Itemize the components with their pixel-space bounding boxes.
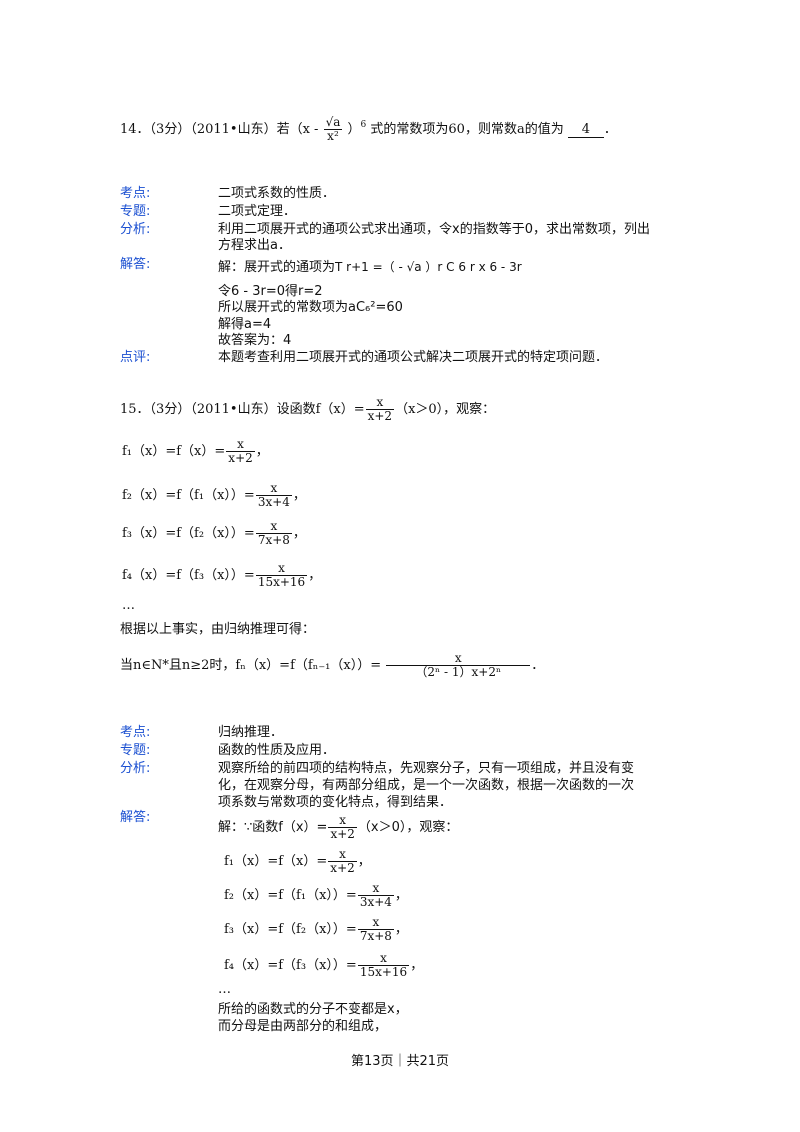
q14-jie-1: 解：展开式的通项为T r+1 =（ - √a ）r C 6 r x 6 - 3r — [218, 260, 522, 275]
q14-label-dianping: 点评: — [120, 350, 151, 365]
q14-fenxi-1: 利用二项展开式的通项公式求出通项，令x的指数等于0，求出常数项，列出 — [218, 222, 650, 237]
q14-label-fenxi: 分析: — [120, 222, 151, 237]
page-footer: 第13页｜共21页 — [350, 1054, 450, 1069]
q15-zhuanti: 函数的性质及应用． — [218, 743, 336, 758]
q15-label-jieda: 解答: — [120, 810, 151, 825]
q15-conclusion-2: 而分母是由两部分的和组成， — [218, 1019, 388, 1034]
q14-zhuanti: 二项式定理． — [218, 204, 297, 219]
q15-fenxi-2: 化，在观察分母，有两部分组成，是一个一次函数，根据一次函数的一次 — [218, 778, 635, 793]
q14-fenxi-2: 方程求出a． — [218, 238, 291, 253]
q14-jie-2: 令6 - 3r=0得r=2 — [218, 284, 323, 299]
q15-answer-fraction: x（2ⁿ - 1）x+2ⁿ — [386, 651, 531, 679]
q14-label-zhuanti: 专题: — [120, 204, 151, 219]
q14-kaodian: 二项式系数的性质． — [218, 186, 336, 201]
q15-fenxi-3: 项系数与常数项的变化特点，得到结果． — [218, 795, 453, 810]
q15-ellipsis: … — [122, 598, 135, 613]
q15-induce: 根据以上事实，由归纳推理可得： — [120, 622, 316, 637]
q14-answer-blank: 4 — [567, 122, 604, 139]
q14-jie-5: 故答案为：4 — [218, 333, 292, 348]
q15-kaodian: 归纳推理． — [218, 725, 284, 740]
q15-jie-ellipsis: … — [218, 982, 231, 997]
q14-general-term: T r+1 =（ - √a ）r C 6 r x 6 - 3r — [335, 260, 522, 274]
q15-label-zhuanti: 专题: — [120, 743, 151, 758]
q15-answer-line: 当n∈N*且n≥2时，fₙ（x）=f（fₙ₋₁（x））= x（2ⁿ - 1）x+… — [120, 651, 545, 680]
q15-fenxi-1: 观察所给的前四项的结构特点，先观察分子，只有一项组成，并且没有变 — [218, 761, 635, 776]
q14-dianping: 本题考查利用二项展开式的通项公式解决二项展开式的特定项问题． — [218, 350, 609, 365]
q14-label-kaodian: 考点: — [120, 186, 151, 201]
q14-jie-3: 所以展开式的常数项为aC₆²=60 — [218, 300, 403, 315]
q14-jie-4: 解得a=4 — [218, 317, 272, 332]
q15-label-kaodian: 考点: — [120, 725, 151, 740]
q15-conclusion-1: 所给的函数式的分子不变都是x， — [218, 1002, 408, 1017]
q14-label-jieda: 解答: — [120, 257, 151, 272]
q15-label-fenxi: 分析: — [120, 761, 151, 776]
